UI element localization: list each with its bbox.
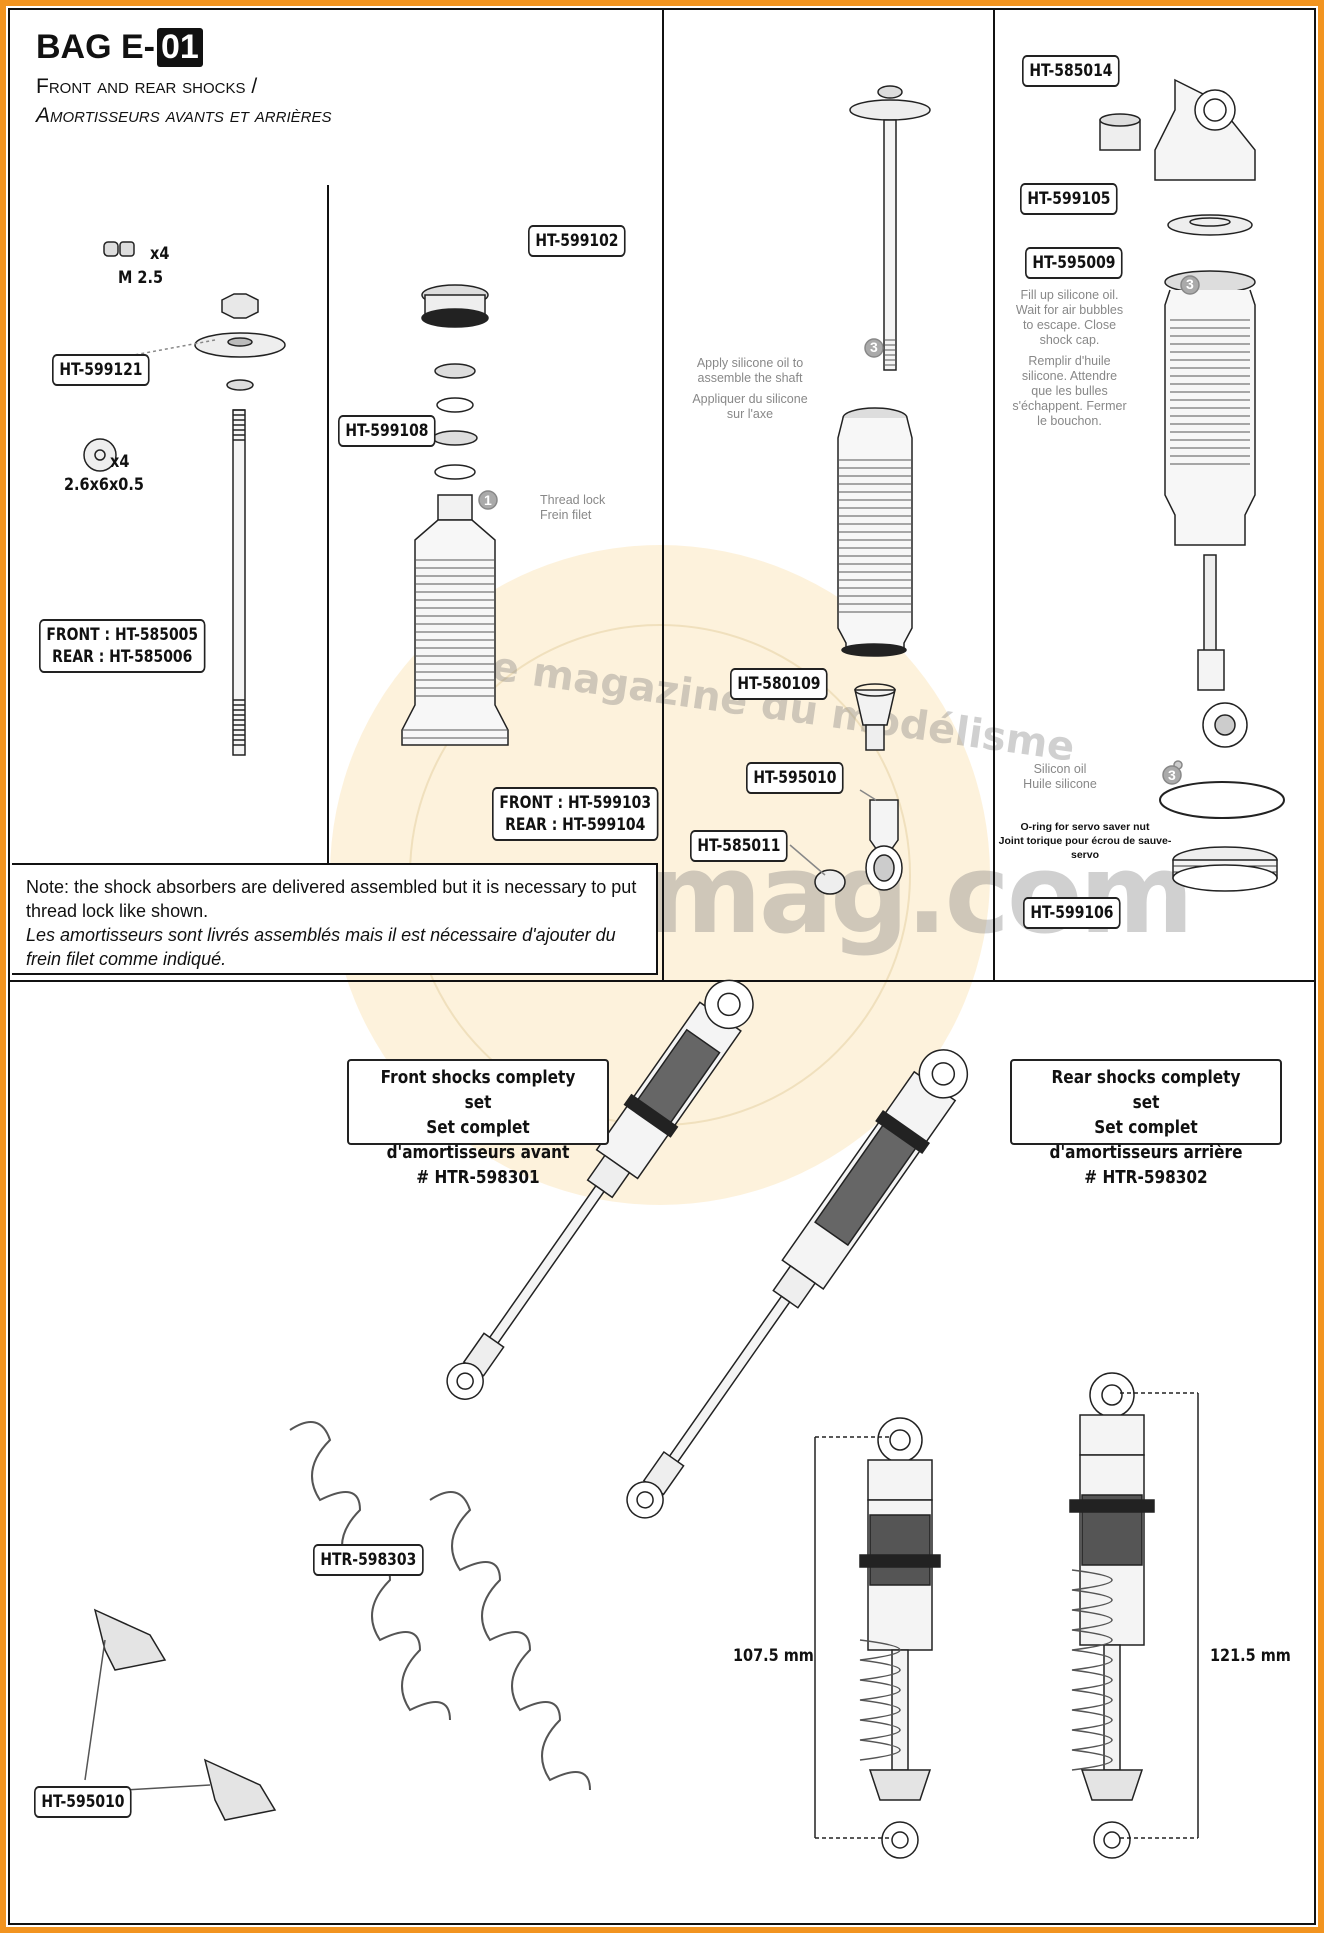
part-label-ht-595010-cups: HT-595010 [34, 1786, 132, 1818]
thread-lock-fr: Frein filet [540, 508, 592, 522]
oring-en: O-ring for servo saver nut [1020, 821, 1150, 833]
part-label-body: FRONT : HT-599103 REAR : HT-599104 [492, 787, 659, 841]
panel4-parts [1099, 78, 1285, 892]
rear-length-dimension: 121.5 mm [1210, 1646, 1291, 1666]
bag-prefix: BAG E- [36, 28, 155, 66]
note-en: Note: the shock absorbers are delivered … [26, 877, 637, 921]
fill-fr: Remplir d'huile silicone. Attendre que l… [1012, 354, 1127, 428]
silicon-oil-en: Silicon oil [1033, 762, 1087, 776]
silicon-oil-hint: Silicon oil Huile silicone [1010, 762, 1110, 792]
step-badge-3b: 3 [1168, 767, 1176, 783]
body-front: FRONT : HT-599103 [499, 793, 652, 813]
note-fr: Les amortisseurs sont livrés assemblés m… [26, 925, 616, 969]
divider-h [10, 980, 1314, 982]
hardware-qty-2: x4 [110, 452, 130, 472]
step-badge-3: 3 [870, 339, 878, 355]
front-set-line1: Front shocks complety set [380, 1067, 576, 1113]
silicone-hint: Apply silicone oil to assemble the shaft… [690, 356, 810, 422]
thread-lock-en: Thread lock [540, 493, 606, 507]
panel1-parts [79, 241, 286, 756]
fill-en: Fill up silicone oil. Wait for air bubbl… [1015, 288, 1124, 347]
rear-set-line1: Rear shocks complety set [1051, 1067, 1241, 1113]
hardware-qty-1: x4 [150, 244, 170, 264]
part-label-ht-599121: HT-599121 [52, 354, 150, 386]
part-label-ht-599102: HT-599102 [528, 225, 626, 257]
subtitle-fr: Amortisseurs avants et arrières [36, 104, 332, 127]
part-label-ht-599105: HT-599105 [1020, 183, 1118, 215]
springs [289, 1421, 591, 1791]
bottom-rear-shock [626, 1049, 969, 1519]
silicone-en: Apply silicone oil to assemble the shaft [696, 356, 804, 385]
divider-v2 [662, 10, 664, 980]
step-badge-1: 1 [484, 492, 492, 508]
front-set-line2: Set complet d'amortisseurs avant [386, 1117, 570, 1163]
rear-set-code: # HTR-598302 [1084, 1167, 1208, 1188]
part-label-ht-585011: HT-585011 [690, 830, 788, 862]
part-label-ht-599108: HT-599108 [338, 415, 436, 447]
part-label-ht-580109: HT-580109 [730, 668, 828, 700]
part-label-ht-599106: HT-599106 [1023, 897, 1121, 929]
dim-rear-shock [1069, 1372, 1199, 1859]
page-border [8, 8, 1316, 1925]
panel2-parts [401, 284, 509, 746]
page-subtitle: Front and rear shocks / Amortisseurs ava… [36, 72, 331, 130]
oring-caption: O-ring for servo saver nut Joint torique… [990, 820, 1180, 862]
dim-front-shock [814, 1417, 941, 1859]
subtitle-en: Front and rear shocks / [36, 75, 258, 98]
shaft-rear: REAR : HT-585006 [52, 647, 193, 667]
divider-v1 [327, 185, 329, 865]
silicone-fr: Appliquer du silicone sur l'axe [692, 392, 808, 421]
hardware-size-1: M 2.5 [118, 268, 164, 288]
part-label-shaft: FRONT : HT-585005 REAR : HT-585006 [39, 619, 206, 673]
rear-set-line2: Set complet d'amortisseurs arrière [1049, 1117, 1243, 1163]
spring-cups [84, 1608, 277, 1821]
oring-fr: Joint torique pour écrou de sauve-servo [998, 835, 1172, 861]
silicon-oil-fr: Huile silicone [1023, 777, 1097, 791]
assembly-note: Note: the shock absorbers are delivered … [12, 863, 658, 975]
step-badge-3a: 3 [1186, 276, 1194, 292]
hardware-size-2: 2.6x6x0.5 [64, 475, 144, 495]
part-label-htr-598303: HTR-598303 [313, 1544, 424, 1576]
thread-lock-hint: Thread lock Frein filet [540, 493, 605, 523]
page-title: BAG E-01 [36, 28, 203, 67]
divider-v3 [993, 10, 995, 980]
part-label-ht-595010: HT-595010 [746, 762, 844, 794]
front-set-box: Front shocks complety set Set complet d'… [347, 1059, 609, 1188]
bottom-front-shock [446, 979, 754, 1400]
bag-number: 01 [157, 28, 203, 67]
front-set-code: # HTR-598301 [416, 1167, 540, 1188]
part-label-ht-585014: HT-585014 [1022, 55, 1120, 87]
fill-oil-hint: Fill up silicone oil. Wait for air bubbl… [1012, 288, 1127, 429]
part-label-ht-595009: HT-595009 [1025, 247, 1123, 279]
rear-set-box: Rear shocks complety set Set complet d'a… [1010, 1059, 1282, 1188]
front-length-dimension: 107.5 mm [733, 1646, 814, 1666]
shaft-front: FRONT : HT-585005 [46, 625, 199, 645]
body-rear: REAR : HT-599104 [505, 815, 646, 835]
panel3-parts [789, 85, 931, 895]
